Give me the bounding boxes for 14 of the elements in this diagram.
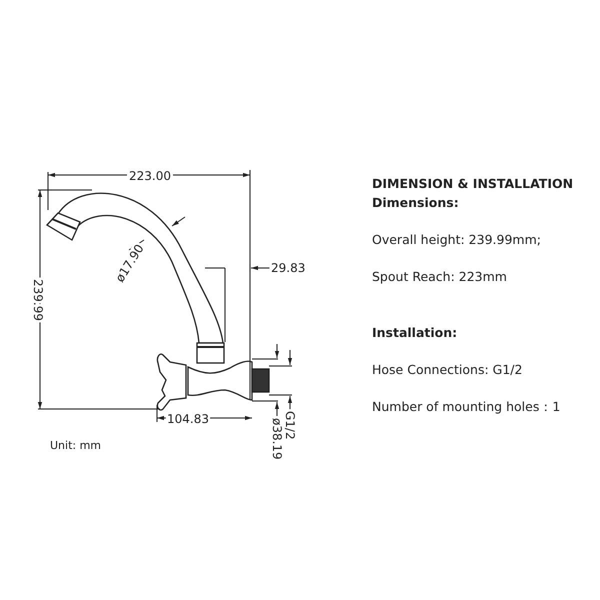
spec-text: Number of mounting holes：1 bbox=[372, 399, 560, 416]
dimension-label: 223.00 bbox=[129, 169, 171, 183]
title: DIMENSION & INSTALLATION bbox=[372, 176, 574, 191]
dimension-label: 29.83 bbox=[271, 261, 306, 275]
spec-text: Overall height: 239.99mm; bbox=[372, 232, 541, 247]
dimension-label: ø38.19 bbox=[270, 418, 284, 460]
dimension-label: G1/2 bbox=[283, 411, 297, 440]
dimension-label: 104.83 bbox=[167, 412, 209, 426]
unit-note: Unit: mm bbox=[50, 439, 102, 452]
spec-text: Hose Connections: G1/2 bbox=[372, 362, 522, 377]
dimension-label: 239.99 bbox=[31, 279, 45, 321]
section-heading: Dimensions: bbox=[372, 195, 459, 210]
spec-text: Spout Reach: 223mm bbox=[372, 269, 507, 284]
section-heading: Installation: bbox=[372, 325, 458, 340]
